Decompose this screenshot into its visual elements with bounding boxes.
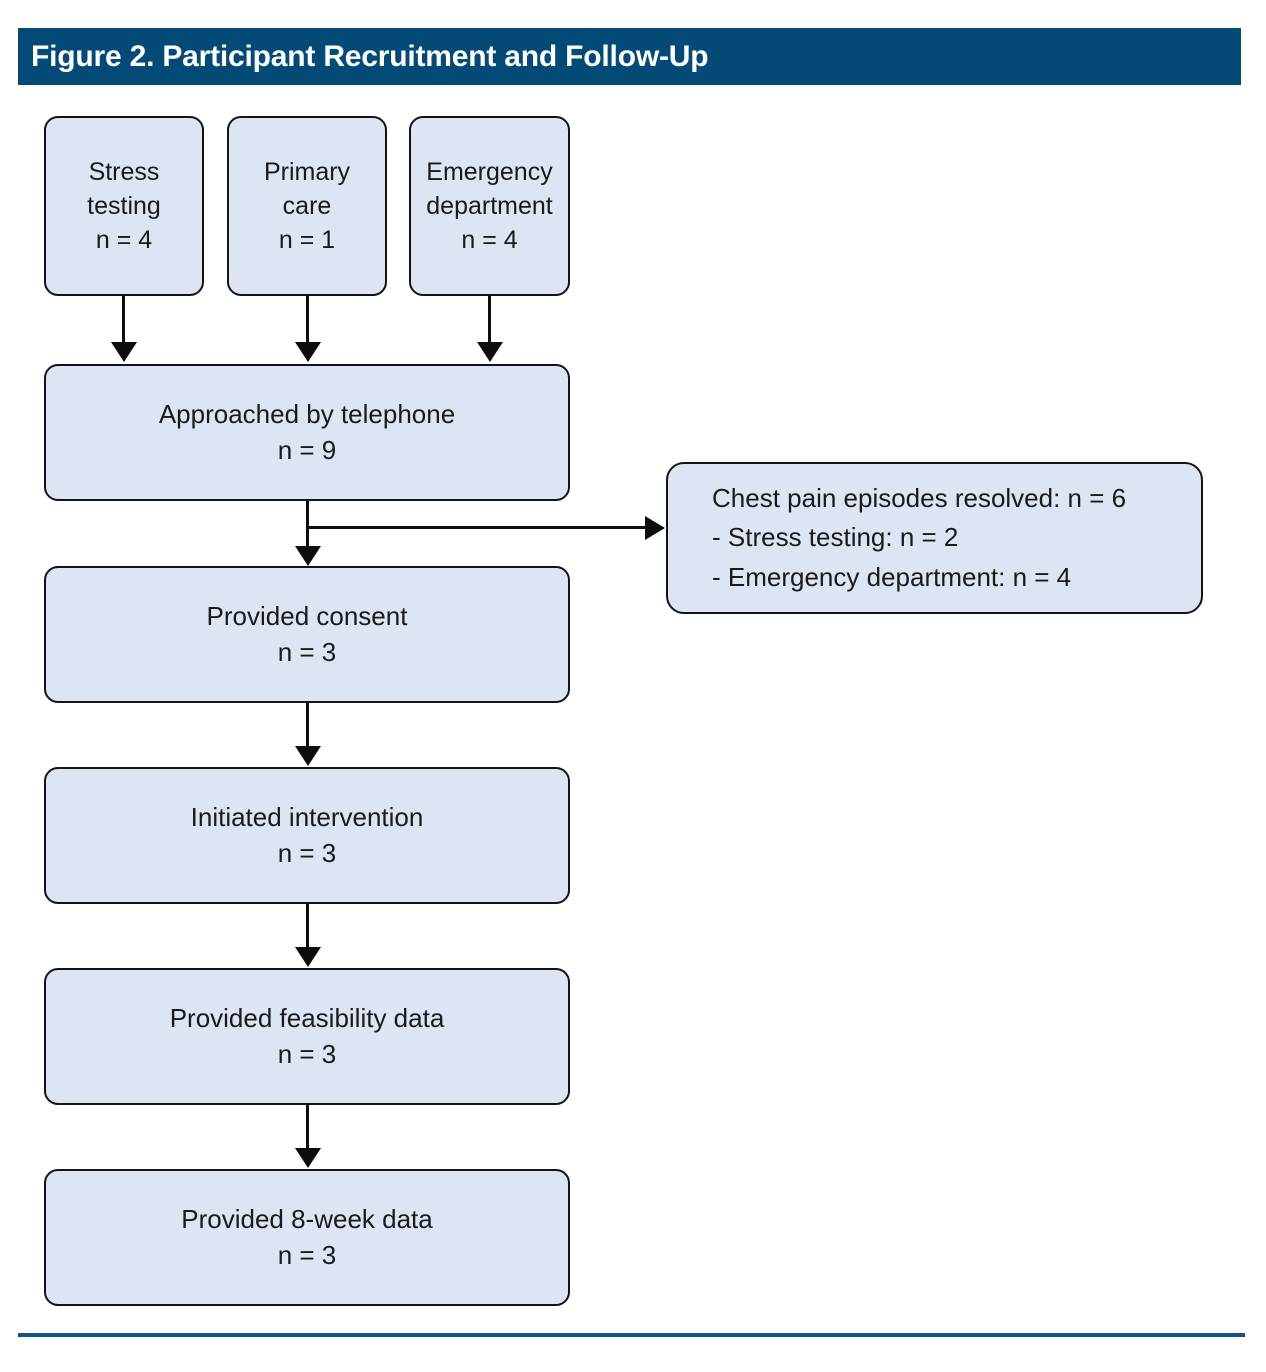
connector-consent-to-initiated: [306, 703, 309, 751]
node-primary-care-count: n = 1: [278, 226, 336, 254]
connector-stress-to-approached: [122, 296, 125, 344]
node-resolved-line1: Chest pain episodes resolved: n = 6: [712, 482, 1127, 513]
node-approached-by-telephone: Approached by telephone n = 9: [44, 364, 570, 501]
node-eightweek-count: n = 3: [277, 1239, 337, 1270]
connector-initiated-to-feasibility: [306, 904, 309, 952]
node-provided-8-week-data: Provided 8-week data n = 3: [44, 1169, 570, 1306]
figure-title: Figure 2. Participant Recruitment and Fo…: [31, 39, 709, 73]
node-feasibility-label: Provided feasibility data: [169, 1003, 445, 1034]
node-approached-label: Approached by telephone: [158, 399, 456, 430]
node-emergency-department-line2: department: [426, 192, 553, 220]
arrowhead-emergency-to-approached: [477, 342, 503, 362]
node-resolved-line2: - Stress testing: n = 2: [712, 522, 959, 553]
connector-approached-to-resolved: [306, 526, 645, 529]
node-stress-testing-line2: testing: [87, 192, 161, 220]
node-initiated-intervention: Initiated intervention n = 3: [44, 767, 570, 904]
node-feasibility-count: n = 3: [277, 1038, 337, 1069]
node-primary-care-line1: Primary: [263, 158, 351, 186]
arrowhead-approached-to-resolved: [645, 516, 665, 540]
node-emergency-department-count: n = 4: [461, 226, 518, 254]
figure-title-bar: Figure 2. Participant Recruitment and Fo…: [18, 28, 1241, 85]
node-consent-label: Provided consent: [206, 601, 408, 632]
node-provided-feasibility-data: Provided feasibility data n = 3: [44, 968, 570, 1105]
node-provided-consent: Provided consent n = 3: [44, 566, 570, 703]
connector-feasibility-to-eightweek: [306, 1105, 309, 1153]
node-emergency-department: Emergency department n = 4: [409, 116, 570, 296]
node-eightweek-label: Provided 8-week data: [181, 1204, 433, 1235]
node-stress-testing-line1: Stress: [88, 158, 160, 186]
node-chest-pain-resolved: Chest pain episodes resolved: n = 6 - St…: [666, 462, 1203, 614]
node-primary-care: Primary care n = 1: [227, 116, 387, 296]
node-initiated-count: n = 3: [277, 837, 337, 868]
arrowhead-primary-to-approached: [295, 342, 321, 362]
node-emergency-department-line1: Emergency: [426, 158, 553, 186]
node-initiated-label: Initiated intervention: [190, 802, 424, 833]
node-primary-care-line2: care: [282, 192, 332, 220]
arrowhead-initiated-to-feasibility: [295, 947, 321, 967]
arrowhead-stress-to-approached: [111, 342, 137, 362]
node-approached-count: n = 9: [277, 434, 337, 465]
arrowhead-feasibility-to-eightweek: [295, 1148, 321, 1168]
arrowhead-consent-to-initiated: [295, 746, 321, 766]
footer-divider: [18, 1333, 1245, 1337]
connector-primary-to-approached: [306, 296, 309, 344]
node-stress-testing-count: n = 4: [95, 226, 153, 254]
node-resolved-line3: - Emergency department: n = 4: [712, 561, 1072, 592]
node-consent-count: n = 3: [277, 636, 337, 667]
connector-emergency-to-approached: [488, 296, 491, 344]
node-stress-testing: Stress testing n = 4: [44, 116, 204, 296]
arrowhead-approached-to-consent: [295, 546, 321, 566]
